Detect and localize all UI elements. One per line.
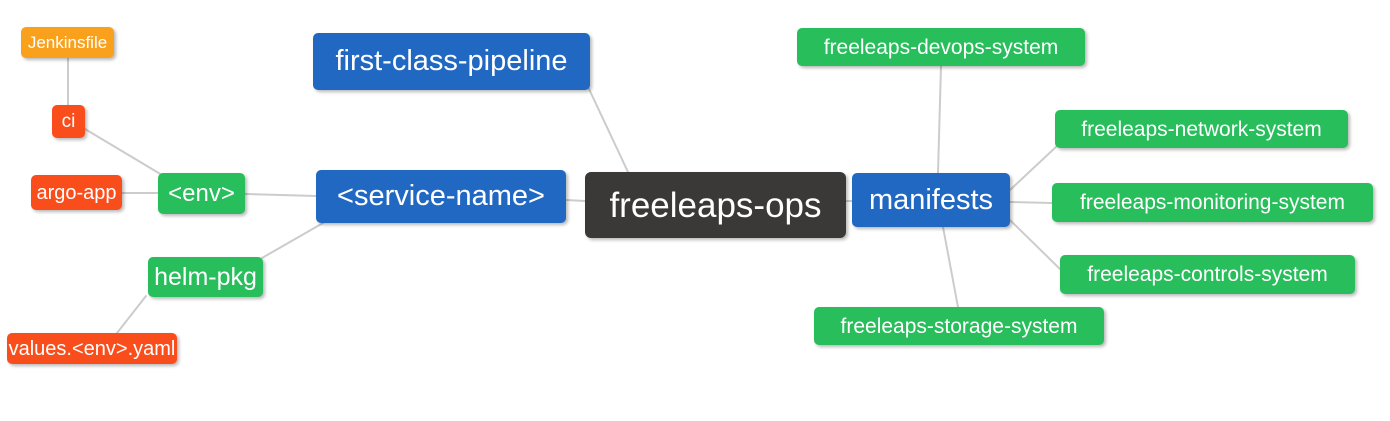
edge-pipeline-root bbox=[588, 88, 629, 173]
node-freeleaps-devops-system[interactable]: freeleaps-devops-system bbox=[797, 28, 1085, 66]
node-helm-pkg[interactable]: helm-pkg bbox=[148, 257, 263, 297]
edge-helm-pkg-values-yaml bbox=[116, 295, 147, 334]
edge-ci-env bbox=[84, 128, 163, 176]
node-freeleaps-network-system[interactable]: freeleaps-network-system bbox=[1055, 110, 1348, 148]
edge-manifests-storage bbox=[942, 226, 959, 308]
edge-env-service bbox=[244, 193, 317, 197]
node-first-class-pipeline[interactable]: first-class-pipeline bbox=[313, 33, 590, 90]
node-env[interactable]: <env> bbox=[158, 173, 245, 214]
edge-service-helm-pkg bbox=[261, 222, 324, 259]
edge-manifests-monitoring bbox=[1009, 201, 1053, 204]
node-freeleaps-storage-system[interactable]: freeleaps-storage-system bbox=[814, 307, 1104, 345]
node-manifests[interactable]: manifests bbox=[852, 173, 1010, 227]
node-freeleaps-monitoring-system[interactable]: freeleaps-monitoring-system bbox=[1052, 183, 1373, 222]
node-ci[interactable]: ci bbox=[52, 105, 85, 138]
node-service-name[interactable]: <service-name> bbox=[316, 170, 566, 223]
edge-manifests-devops bbox=[937, 65, 942, 174]
edge-manifests-network bbox=[1009, 145, 1058, 191]
edge-service-root bbox=[565, 199, 586, 202]
node-jenkinsfile[interactable]: Jenkinsfile bbox=[21, 27, 114, 58]
node-argo-app[interactable]: argo-app bbox=[31, 175, 122, 210]
node-root-freeleaps-ops[interactable]: freeleaps-ops bbox=[585, 172, 846, 238]
edge-manifests-controls bbox=[1009, 219, 1063, 272]
node-freeleaps-controls-system[interactable]: freeleaps-controls-system bbox=[1060, 255, 1355, 294]
node-values-env-yaml[interactable]: values.<env>.yaml bbox=[7, 333, 177, 364]
